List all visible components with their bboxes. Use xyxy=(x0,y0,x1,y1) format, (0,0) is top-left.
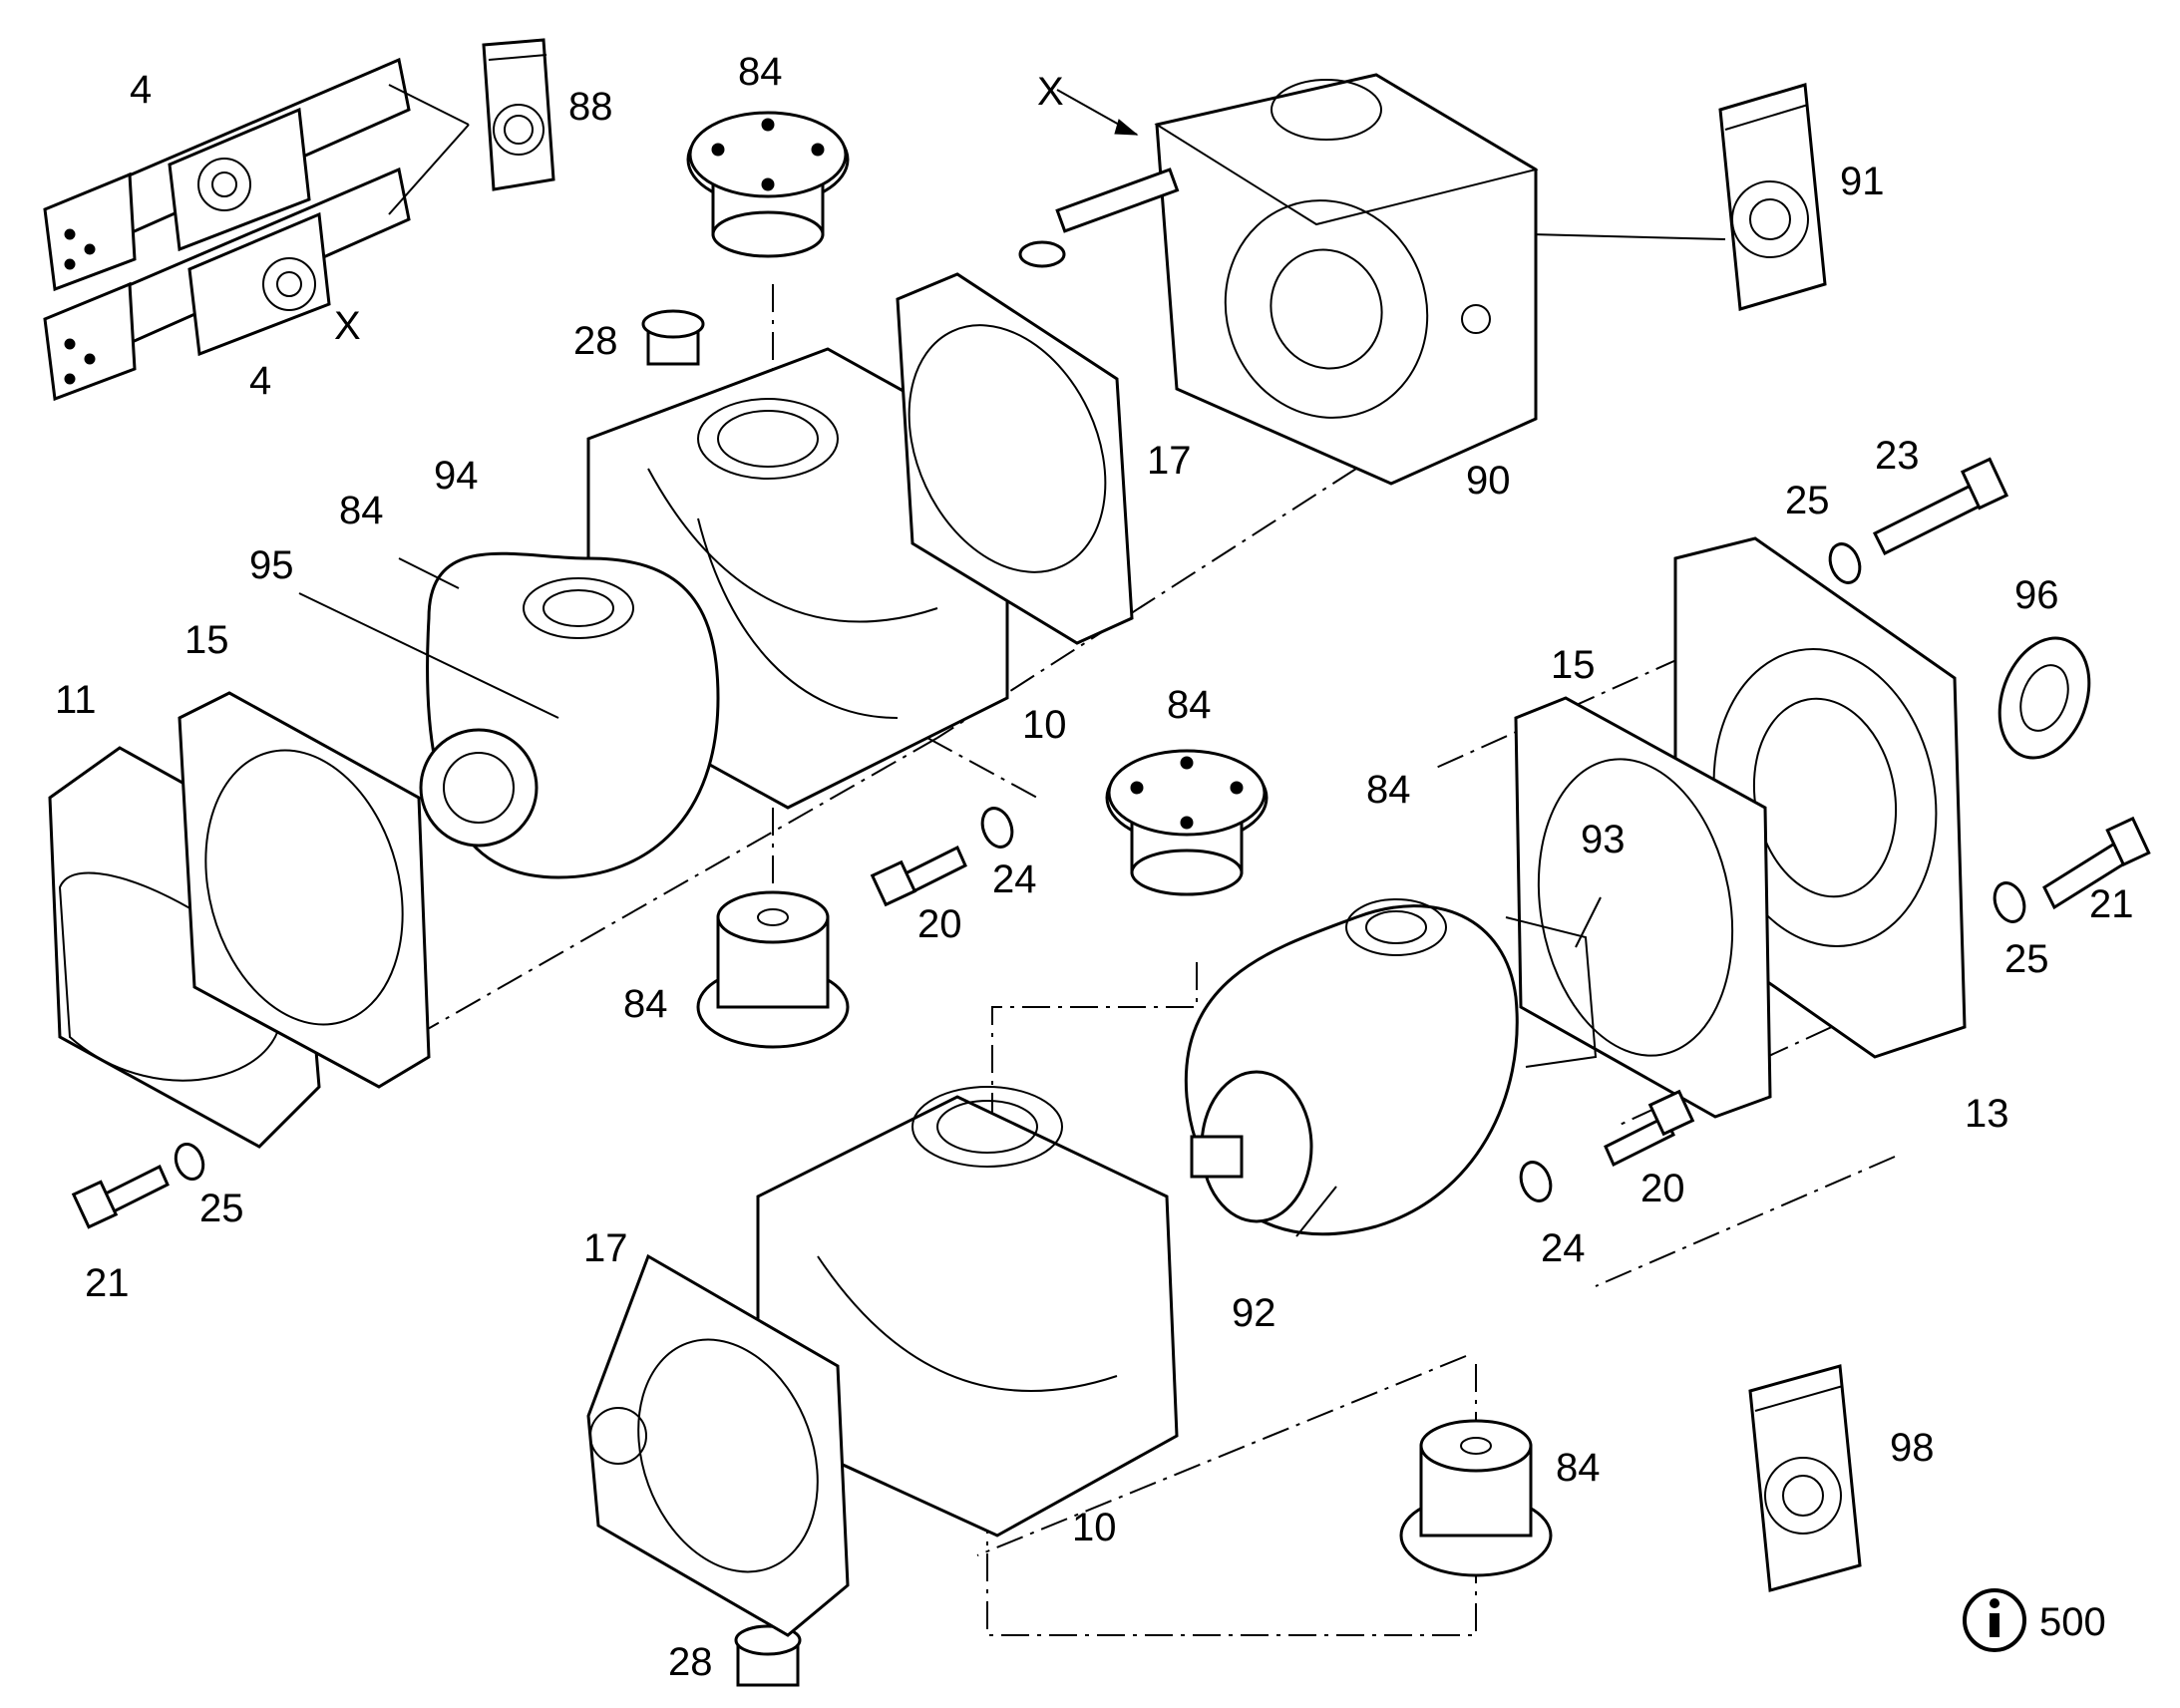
valve-leader-lines xyxy=(388,84,470,215)
label-98: 98 xyxy=(1890,1426,1935,1470)
gasket-15-left xyxy=(178,691,431,1089)
gasket-15-right xyxy=(1514,696,1772,1119)
label-23: 23 xyxy=(1875,434,1920,478)
seal-kit-98 xyxy=(1748,1364,1862,1592)
screw-20-right xyxy=(1604,1089,1695,1168)
label-95: 95 xyxy=(249,543,294,587)
label-25-left: 25 xyxy=(199,1187,244,1230)
info-circle-icon xyxy=(1963,1588,2026,1652)
label-94: 94 xyxy=(434,454,479,498)
label-28-bottom: 28 xyxy=(668,1640,713,1684)
cylinder-94-upper xyxy=(298,551,720,879)
label-13: 13 xyxy=(1965,1092,2009,1136)
housing-10-lower xyxy=(756,1086,1179,1537)
washer-25-left xyxy=(174,1143,205,1181)
cover-84-top xyxy=(686,111,850,258)
label-17-lower: 17 xyxy=(583,1226,628,1270)
label-96: 96 xyxy=(2014,573,2059,617)
label-84-left-bearing: 84 xyxy=(623,982,668,1026)
bearing-84-left xyxy=(696,890,850,1049)
label-4-top: 4 xyxy=(130,68,152,112)
pump-head-90 xyxy=(1018,73,1539,486)
bearing-84-bottom xyxy=(1399,1419,1553,1577)
label-84-top: 84 xyxy=(738,50,783,94)
label-93: 93 xyxy=(1581,818,1626,861)
seal-kit-91 xyxy=(1530,83,1827,311)
label-11: 11 xyxy=(55,678,97,722)
gasket-17-lower xyxy=(586,1253,850,1637)
screw-21-right xyxy=(2042,816,2151,910)
label-28-top: 28 xyxy=(573,319,618,363)
seal-96 xyxy=(1998,636,2091,760)
label-17-upper: 17 xyxy=(1147,439,1192,483)
gasket-17-upper xyxy=(896,272,1134,645)
cylinder-92-lower xyxy=(1184,896,1602,1237)
label-20-left: 20 xyxy=(917,902,962,946)
label-25-upper-right: 25 xyxy=(1785,479,1830,522)
label-90: 90 xyxy=(1466,459,1511,503)
label-92: 92 xyxy=(1232,1291,1276,1335)
label-20-right: 20 xyxy=(1640,1167,1685,1210)
washer-24-left xyxy=(980,807,1014,849)
screw-21-left xyxy=(71,1164,170,1229)
label-10-upper: 10 xyxy=(1022,703,1067,747)
screw-23 xyxy=(1872,457,2009,556)
label-21-left: 21 xyxy=(85,1261,130,1305)
label-24-left: 24 xyxy=(992,857,1037,901)
valve-upper xyxy=(43,57,411,292)
label-15-left: 15 xyxy=(184,618,229,662)
label-91: 91 xyxy=(1840,160,1885,203)
label-84-right: 84 xyxy=(1366,768,1411,812)
seal-kit-88 xyxy=(482,38,555,191)
label-84-upper-left: 84 xyxy=(339,489,384,532)
washer-24-right xyxy=(1519,1161,1553,1202)
part-labels: 4 4 X X 88 84 28 94 84 95 15 11 17 90 91… xyxy=(55,50,2134,1684)
label-25-right: 25 xyxy=(2004,937,2049,981)
label-x-top: X xyxy=(1037,70,1064,114)
cover-84-mid xyxy=(1105,749,1269,896)
label-84-bottom: 84 xyxy=(1556,1446,1601,1490)
label-88: 88 xyxy=(568,85,613,129)
label-24-right: 24 xyxy=(1541,1226,1586,1270)
label-15-right: 15 xyxy=(1551,643,1596,687)
valve-lower xyxy=(43,167,411,402)
washer-25-right xyxy=(1993,881,2026,923)
label-21-right: 21 xyxy=(2089,882,2134,926)
plug-28-top xyxy=(641,309,705,366)
washer-25-upper-right xyxy=(1828,542,1862,584)
label-10-lower: 10 xyxy=(1072,1506,1117,1549)
label-4-bottom: 4 xyxy=(249,359,271,403)
screw-20-left xyxy=(870,845,967,907)
label-x-valve: X xyxy=(334,304,361,348)
label-84-mid: 84 xyxy=(1167,683,1212,727)
info-number: 500 xyxy=(2039,1600,2106,1644)
plug-28-bottom xyxy=(734,1624,802,1687)
